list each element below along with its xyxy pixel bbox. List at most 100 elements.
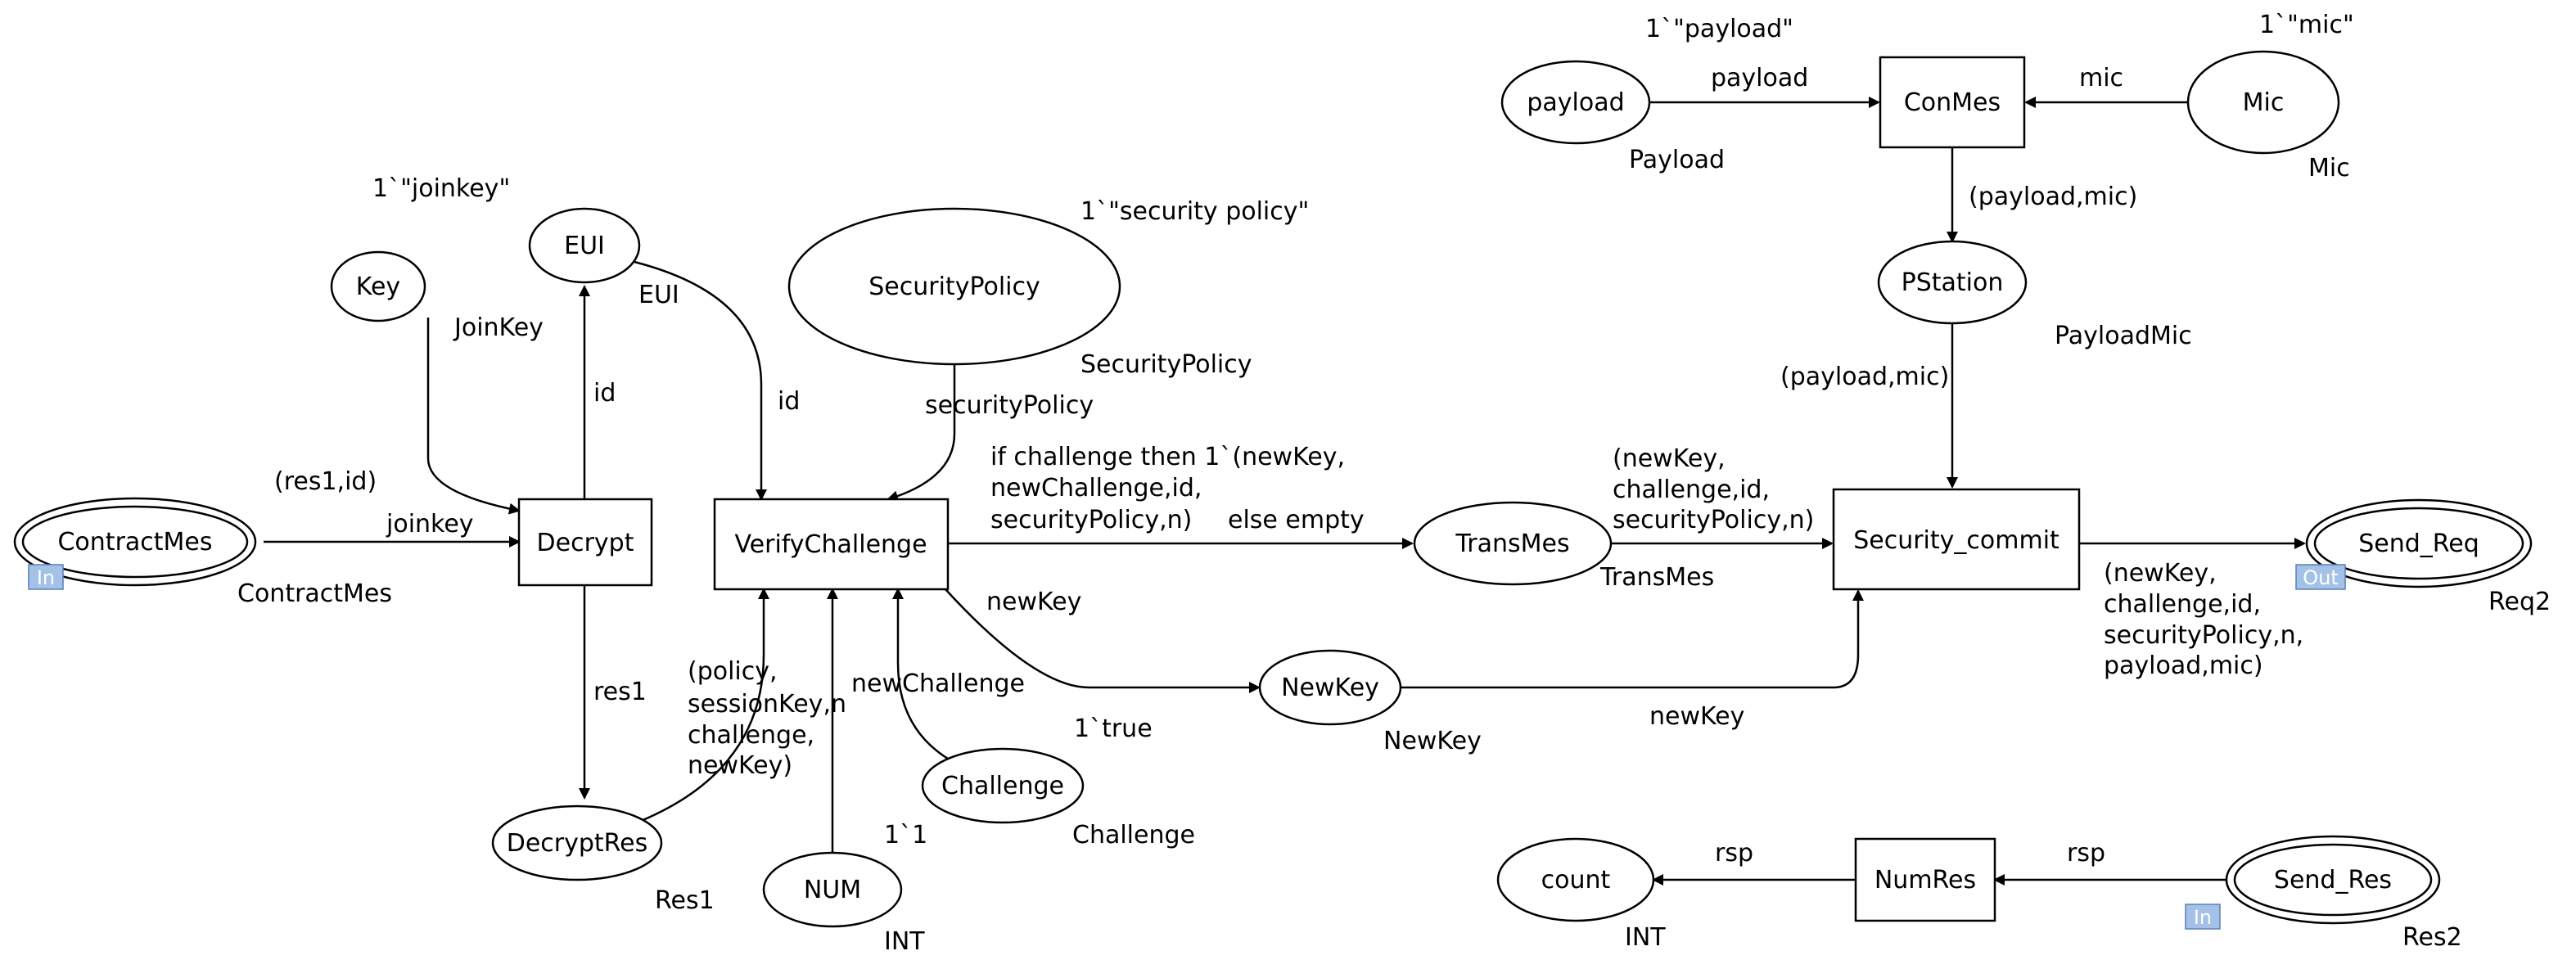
arc-decryptres-verifychallenge — [640, 588, 769, 823]
inscription-decryptres-verify-1: (policy, — [688, 657, 778, 686]
place-securitypolicy[interactable] — [787, 207, 1121, 366]
type-mic: Mic — [2308, 154, 2350, 183]
place-challenge[interactable] — [921, 747, 1085, 824]
inscription-commit-sendreq-1: (newKey, — [2104, 559, 2217, 588]
inscription-numres-count: rsp — [1715, 839, 1753, 868]
arc-inscriptions: (res1,id) joinkey id id securityPolicy r… — [274, 64, 2303, 868]
type-key: JoinKey — [453, 313, 544, 342]
type-sendres: Res2 — [2402, 923, 2462, 952]
place-sendreq-inner — [2313, 507, 2524, 580]
port-tags: In Out In — [28, 564, 2346, 930]
place-pstation-name: PStation — [1902, 268, 2004, 297]
arc-verifychallenge-newkey — [945, 588, 1261, 693]
transition-decrypt-name: Decrypt — [537, 529, 634, 557]
port-tag-sendres: In — [2194, 906, 2212, 929]
place-payload[interactable] — [1500, 60, 1651, 145]
inscription-commit-sendreq-3: securityPolicy,n, — [2104, 621, 2303, 650]
inscription-contract-decrypt-1: (res1,id) — [274, 467, 377, 496]
inscription-conmes-pstation: (payload,mic) — [1969, 183, 2137, 211]
place-mic-name: Mic — [2243, 88, 2285, 117]
inscription-verify-transmes-1: if challenge then 1`(newKey, — [990, 443, 1345, 471]
port-tag-contractmes-box — [28, 564, 64, 590]
place-num-name: NUM — [804, 876, 861, 904]
transition-verifychallenge[interactable] — [713, 498, 950, 591]
inscription-verify-transmes-2: newChallenge,id, — [990, 474, 1202, 503]
inscription-decryptres-verify-2: sessionKey,n — [688, 690, 846, 719]
place-securitypolicy-name: SecurityPolicy — [868, 273, 1040, 301]
type-securitypolicy: SecurityPolicy — [1080, 350, 1252, 379]
place-mic[interactable] — [2186, 50, 2340, 155]
inscription-transmes-commit-2: challenge,id, — [1613, 475, 1770, 504]
place-num[interactable] — [762, 851, 903, 928]
inscription-payload-conmes: payload — [1711, 64, 1808, 92]
inscription-contract-decrypt-2: joinkey — [386, 510, 474, 539]
place-eui[interactable] — [528, 207, 641, 284]
place-transmes-name: TransMes — [1455, 530, 1569, 558]
type-contractmes: ContractMes — [237, 579, 392, 608]
marking-payload: 1`"payload" — [1645, 15, 1793, 43]
type-pstation: PayloadMic — [2055, 322, 2192, 350]
port-tag-contractmes: In — [37, 566, 55, 589]
place-count-name: count — [1541, 866, 1611, 895]
places: ContractMes Key EUI SecurityPolicy Decry… — [13, 50, 2533, 928]
inscription-eui-verify: id — [778, 387, 800, 416]
type-num: INT — [884, 927, 925, 956]
marking-challenge: 1`true — [1074, 714, 1153, 743]
transition-securitycommit-name: Security_commit — [1853, 526, 2059, 555]
marking-securitypolicy: 1`"security policy" — [1080, 197, 1309, 226]
arc-key-decrypt — [426, 318, 521, 515]
port-tag-sendreq: Out — [2303, 566, 2339, 589]
place-key[interactable] — [330, 250, 426, 322]
inscription-mic-conmes: mic — [2079, 64, 2123, 92]
place-transmes[interactable] — [1413, 501, 1613, 586]
transition-conmes[interactable] — [1879, 56, 2026, 149]
inscription-challenge-verify: newChallenge — [851, 669, 1025, 698]
type-newkey: NewKey — [1383, 727, 1482, 755]
transition-decrypt[interactable] — [517, 498, 653, 587]
transition-numres-name: NumRes — [1874, 866, 1976, 895]
inscription-verify-newkey: newKey — [986, 588, 1081, 616]
inscription-commit-sendreq-4: payload,mic) — [2104, 651, 2263, 680]
inscription-pstation-commit: (payload,mic) — [1780, 363, 1949, 391]
place-decryptres-name: DecryptRes — [507, 829, 648, 858]
inscription-verify-transmes-3: securityPolicy,n) — [990, 506, 1192, 534]
place-sendreq-name: Send_Req — [2358, 530, 2479, 558]
place-payload-name: payload — [1527, 88, 1624, 117]
type-challenge: Challenge — [1072, 821, 1195, 850]
arcs — [264, 97, 2306, 886]
inscription-transmes-commit-3: securityPolicy,n) — [1613, 506, 1814, 534]
place-sendres-name: Send_Res — [2274, 866, 2392, 895]
inscription-decryptres-verify-4: newKey) — [688, 751, 792, 780]
marking-eui: 1`"joinkey" — [372, 174, 510, 203]
place-challenge-name: Challenge — [941, 772, 1064, 800]
transition-verifychallenge-name: VerifyChallenge — [734, 530, 927, 559]
inscription-policy-verify: securityPolicy — [925, 391, 1094, 420]
arc-eui-verifychallenge — [634, 260, 767, 501]
place-newkey[interactable] — [1258, 649, 1402, 726]
place-key-name: Key — [356, 273, 400, 301]
place-annotations: ContractMes JoinKey 1`"joinkey" EUI 1`"s… — [237, 11, 2551, 956]
type-sendreq: Req2 — [2488, 588, 2551, 616]
arc-newkey-securitycommit — [1401, 589, 1864, 689]
place-pstation[interactable] — [1877, 240, 2028, 325]
place-count[interactable] — [1496, 837, 1655, 922]
arc-securitypolicy-verifychallenge — [886, 354, 956, 503]
place-eui-name: EUI — [564, 232, 605, 260]
transitions: Decrypt VerifyChallenge ConMes Security_… — [517, 56, 2081, 922]
inscription-commit-sendreq-2: challenge,id, — [2104, 590, 2261, 619]
port-tag-sendreq-box — [2295, 564, 2346, 590]
transition-securitycommit[interactable] — [1832, 488, 2081, 591]
port-tag-sendres-box — [2185, 904, 2221, 930]
type-count: INT — [1625, 923, 1666, 952]
place-decryptres[interactable] — [491, 804, 663, 881]
place-contractmes-inner — [21, 505, 249, 579]
type-eui: EUI — [638, 281, 679, 309]
place-sendres-inner — [2233, 843, 2433, 917]
transition-conmes-name: ConMes — [1904, 88, 2001, 117]
inscription-decrypt-eui: id — [593, 379, 616, 408]
transition-numres[interactable] — [1854, 837, 1996, 922]
marking-num: 1`1 — [884, 821, 927, 850]
inscription-verify-transmes-4: else empty — [1228, 506, 1365, 534]
arc-challenge-verifychallenge — [892, 588, 953, 763]
